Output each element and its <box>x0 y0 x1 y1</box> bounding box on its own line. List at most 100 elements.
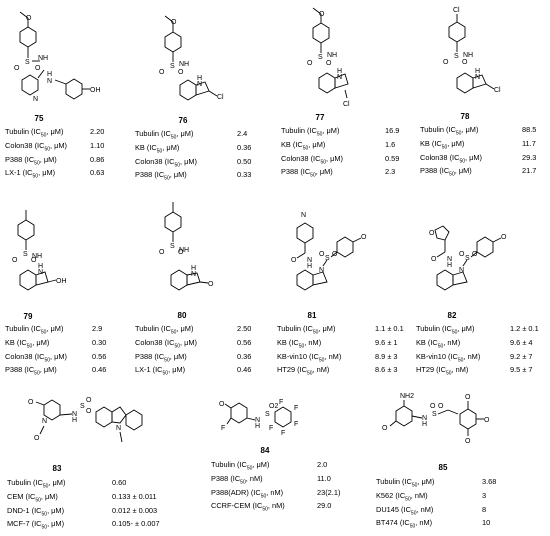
svg-text:S: S <box>265 411 270 418</box>
svg-text:O: O <box>465 438 471 445</box>
svg-text:O: O <box>12 257 18 264</box>
svg-text:N: N <box>255 417 260 424</box>
svg-text:NH2: NH2 <box>400 393 414 400</box>
svg-text:H: H <box>422 421 427 428</box>
svg-text:H: H <box>191 265 196 272</box>
svg-text:F: F <box>279 399 283 406</box>
svg-text:O: O <box>171 19 177 26</box>
svg-text:S: S <box>325 255 330 262</box>
svg-text:O: O <box>332 251 338 258</box>
svg-text:F: F <box>294 421 298 428</box>
svg-text:OH: OH <box>90 87 101 94</box>
svg-text:Cl: Cl <box>343 101 350 108</box>
svg-text:O: O <box>86 397 92 404</box>
svg-text:O: O <box>178 69 184 76</box>
compound-number: 81 <box>307 311 317 320</box>
svg-text:O: O <box>26 15 32 22</box>
svg-text:N: N <box>38 269 43 276</box>
svg-text:S: S <box>465 255 470 262</box>
svg-text:O: O <box>34 435 40 442</box>
svg-text:N: N <box>337 74 342 81</box>
svg-text:S: S <box>25 59 30 66</box>
svg-text:N: N <box>301 212 306 219</box>
svg-text:N: N <box>319 267 324 274</box>
svg-text:O: O <box>326 60 332 67</box>
compound-number: 78 <box>460 112 470 121</box>
svg-text:Cl: Cl <box>453 7 460 14</box>
svg-text:O: O <box>35 65 41 72</box>
svg-text:O: O <box>319 11 325 18</box>
svg-text:O: O <box>472 251 478 258</box>
compound-84-structure: O F NH SO2 FF FFF <box>219 399 298 437</box>
compound-number: 79 <box>23 312 33 321</box>
svg-text:NH: NH <box>32 253 42 260</box>
svg-text:O: O <box>501 234 507 241</box>
svg-text:O: O <box>430 403 436 410</box>
compound-number: 80 <box>177 311 187 320</box>
svg-text:O: O <box>307 60 313 67</box>
svg-text:O: O <box>462 59 468 66</box>
svg-text:O: O <box>484 417 490 424</box>
svg-text:O: O <box>438 403 444 410</box>
svg-text:S: S <box>80 403 85 410</box>
svg-text:O: O <box>429 230 435 237</box>
svg-text:O: O <box>178 249 184 256</box>
svg-text:N: N <box>459 267 464 274</box>
svg-text:F: F <box>221 425 225 432</box>
svg-text:N: N <box>116 425 121 432</box>
svg-text:N: N <box>475 74 480 81</box>
svg-text:N: N <box>72 411 77 418</box>
svg-text:N: N <box>197 81 202 88</box>
svg-text:H: H <box>255 423 260 430</box>
svg-text:O2: O2 <box>269 403 278 410</box>
svg-text:N: N <box>307 257 312 264</box>
svg-text:N: N <box>191 271 196 278</box>
svg-text:NH: NH <box>179 61 189 68</box>
svg-text:O: O <box>208 281 214 288</box>
svg-text:S: S <box>432 411 437 418</box>
svg-text:F: F <box>294 405 298 412</box>
svg-text:S: S <box>318 54 323 61</box>
svg-text:NH: NH <box>38 55 48 62</box>
svg-text:O: O <box>219 401 225 408</box>
svg-text:O: O <box>459 251 465 258</box>
svg-text:F: F <box>269 425 273 432</box>
svg-text:O: O <box>86 408 92 415</box>
svg-text:H: H <box>197 75 202 82</box>
svg-text:Cl: Cl <box>217 94 224 101</box>
svg-text:H: H <box>475 68 480 75</box>
compound-number: 77 <box>315 113 325 122</box>
svg-text:Cl: Cl <box>494 87 501 94</box>
svg-text:S: S <box>170 243 175 250</box>
compound-number: 85 <box>438 463 448 472</box>
svg-text:O: O <box>361 234 367 241</box>
compound-number: 84 <box>260 446 270 455</box>
svg-text:N: N <box>33 96 38 103</box>
svg-text:N: N <box>447 256 452 263</box>
svg-text:O: O <box>31 257 37 264</box>
svg-text:H: H <box>72 417 77 424</box>
svg-text:OH: OH <box>56 278 67 285</box>
compound-number: 75 <box>34 114 44 123</box>
svg-text:O: O <box>319 251 325 258</box>
svg-text:S: S <box>23 251 28 258</box>
compound-83-structure: O N O NH SOO N <box>28 397 143 443</box>
svg-text:N: N <box>422 415 427 422</box>
